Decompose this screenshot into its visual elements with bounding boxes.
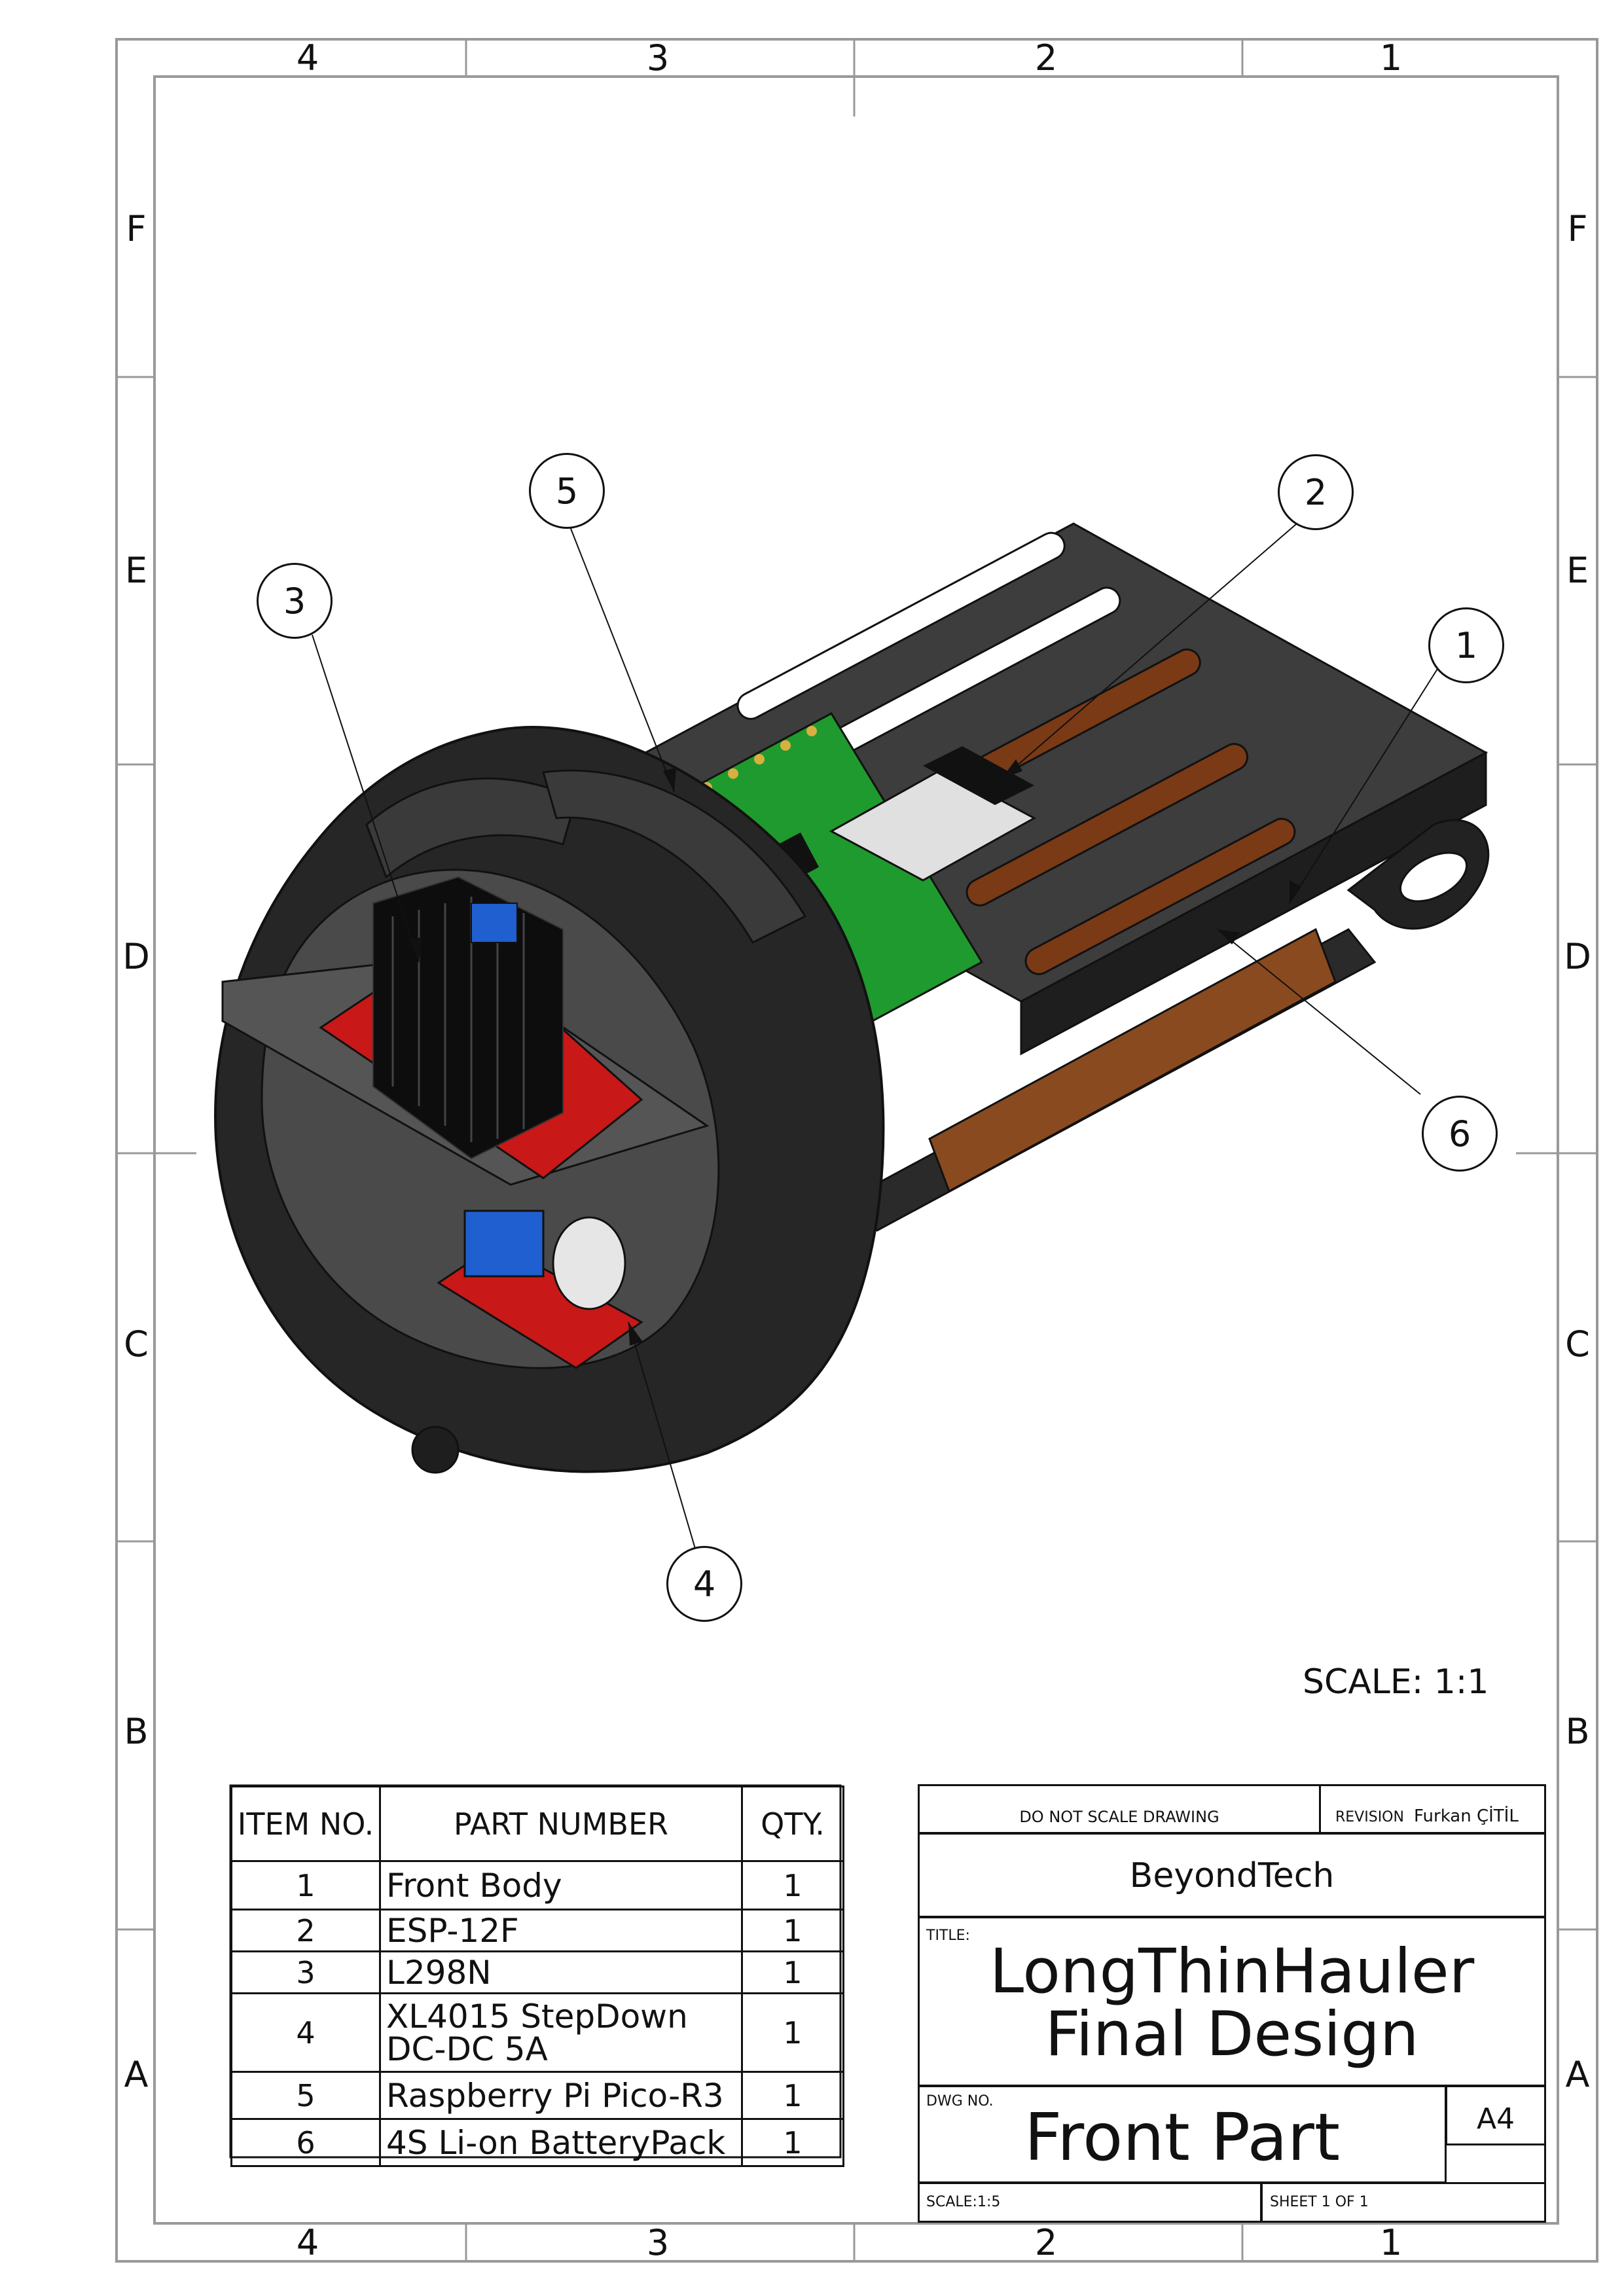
bom-part: XL4015 StepDown DC-DC 5A	[379, 1992, 743, 2073]
drawing-title-line2: Final Design	[1045, 1999, 1419, 2070]
tb-sheet-cell	[1261, 2182, 1546, 2223]
bom-item: 3	[230, 1950, 381, 1994]
zone-row-A-right: A	[1565, 2054, 1590, 2095]
dwg-no-value: Front Part	[1024, 2099, 1341, 2176]
bom-header-item-no: ITEM NO.	[230, 1785, 381, 1862]
bom-qty: 1	[741, 1909, 844, 1952]
bom-part: L298N	[379, 1950, 743, 1994]
zone-row-C-left: C	[124, 1323, 149, 1365]
zone-row-D-left: D	[122, 936, 150, 977]
inner-frame	[153, 75, 1559, 2225]
bom-part: ESP-12F	[379, 1909, 743, 1952]
zone-row-B-left: B	[124, 1711, 149, 1752]
title-label: TITLE:	[926, 1928, 970, 1944]
leader-lines	[312, 515, 1438, 1578]
revision-label: REVISION	[1335, 1809, 1404, 1825]
leader-arrows	[409, 759, 1301, 1346]
sheet-scale: SCALE:1:5	[926, 2194, 1001, 2210]
balloon-3: 3	[257, 563, 333, 639]
rear-plate-side	[1020, 751, 1487, 1056]
assembly-isometric-view	[214, 522, 1490, 1474]
zone-row-F-left: F	[126, 208, 147, 249]
zone-col-1-top: 1	[1379, 37, 1403, 79]
zone-row-E-left: E	[124, 550, 148, 591]
zone-ticks	[117, 39, 1597, 2261]
bill-of-materials: ITEM NO. PART NUMBER QTY. 1 Front Body 1…	[230, 1785, 844, 2167]
company-name: BeyondTech	[1129, 1856, 1335, 1895]
outer-frame	[115, 38, 1598, 2263]
zone-col-3-bottom: 3	[646, 2222, 670, 2263]
dwg-no-label: DWG NO.	[926, 2093, 994, 2109]
revision-value: Furkan ÇİTİL	[1414, 1806, 1519, 1826]
balloon-2: 2	[1278, 454, 1354, 530]
zone-col-4-bottom: 4	[296, 2222, 319, 2263]
bom-qty: 1	[741, 2118, 844, 2167]
zone-row-A-left: A	[124, 2054, 149, 2095]
bom-qty: 1	[741, 1950, 844, 1994]
bom-item: 6	[230, 2118, 381, 2167]
zone-col-2-bottom: 2	[1034, 2222, 1058, 2263]
view-scale-note: SCALE: 1:1	[1303, 1662, 1489, 1702]
bom-header-qty: QTY.	[741, 1785, 844, 1862]
bom-qty: 1	[741, 1992, 844, 2073]
bottom-knob	[411, 1426, 460, 1474]
bom-qty: 1	[741, 1860, 844, 1910]
bom-part: Front Body	[379, 1860, 743, 1910]
bom-part: Raspberry Pi Pico-R3	[379, 2071, 743, 2120]
drawing-title-line1: LongThinHauler	[989, 1936, 1475, 2007]
balloon-5: 5	[529, 453, 605, 529]
bom-item: 4	[230, 1992, 381, 2073]
sheet-number: SHEET 1 OF 1	[1270, 2194, 1369, 2210]
zone-row-F-right: F	[1567, 208, 1588, 249]
zone-row-D-right: D	[1564, 936, 1591, 977]
zone-row-E-right: E	[1566, 550, 1589, 591]
tb-size-cell	[1445, 2085, 1546, 2145]
zone-col-2-top: 2	[1034, 37, 1058, 79]
sheet-size: A4	[1476, 2102, 1515, 2136]
zone-col-1-bottom: 1	[1379, 2222, 1403, 2263]
bom-header-part-number: PART NUMBER	[379, 1785, 743, 1862]
zone-col-4-top: 4	[296, 37, 319, 79]
bom-item: 5	[230, 2071, 381, 2120]
zone-row-B-right: B	[1565, 1711, 1590, 1752]
do-not-scale-text: DO NOT SCALE DRAWING	[1019, 1808, 1219, 1826]
xl4015-terminal	[463, 1210, 545, 1278]
heatsink-fins	[391, 897, 525, 1142]
balloon-1: 1	[1428, 607, 1504, 683]
zone-col-3-top: 3	[646, 37, 670, 79]
bom-item: 2	[230, 1909, 381, 1952]
zone-row-C-right: C	[1565, 1323, 1590, 1365]
balloon-6: 6	[1422, 1096, 1498, 1172]
balloon-4: 4	[666, 1546, 742, 1622]
bom-item: 1	[230, 1860, 381, 1910]
xl4015-capacitor	[552, 1216, 626, 1310]
bom-part: 4S Li-on BatteryPack	[379, 2118, 743, 2167]
bom-qty: 1	[741, 2071, 844, 2120]
battery-pack	[928, 927, 1337, 1193]
